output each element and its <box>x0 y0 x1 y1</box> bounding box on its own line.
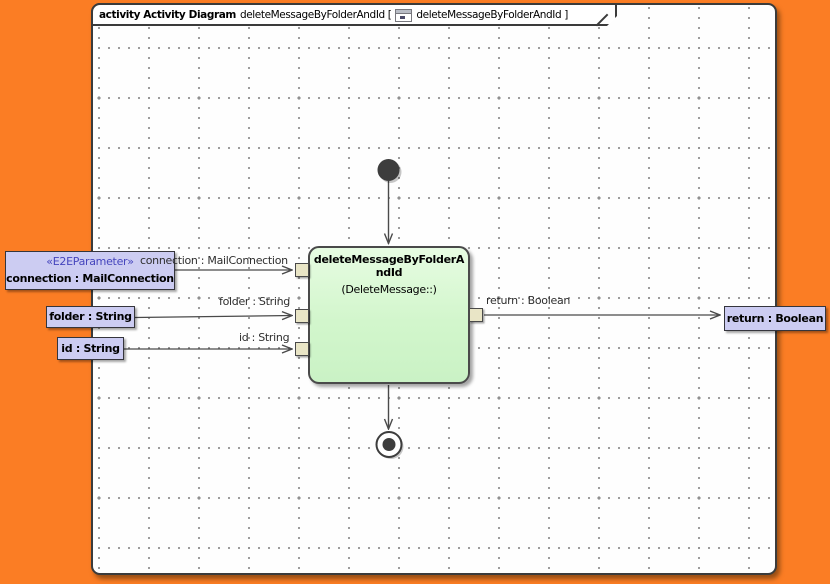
action-node-qualifier: (DeleteMessage::) <box>341 283 437 296</box>
edge-label-folder[interactable]: folder : String <box>219 295 290 308</box>
diagram-name-label: deleteMessageByFolderAndId [ <box>239 9 392 21</box>
diagram-kind-label: activity Activity Diagram <box>99 9 236 21</box>
parameter-node-connection[interactable]: «E2EParameter» connection : MailConnecti… <box>5 251 175 290</box>
edge-label-connection[interactable]: connection : MailConnection <box>140 254 288 267</box>
parameter-node-return[interactable]: return : Boolean <box>724 306 826 331</box>
activity-final-node-core <box>382 438 396 451</box>
action-node-deleteMessageByFolderAndId[interactable]: deleteMessageByFolderAndId (DeleteMessag… <box>308 246 470 384</box>
parameter-node-id[interactable]: id : String <box>57 337 124 360</box>
input-pin-folder[interactable] <box>295 309 309 323</box>
object-flow-folder[interactable] <box>134 316 292 318</box>
input-pin-connection[interactable] <box>295 263 309 277</box>
activity-diagram-icon <box>395 9 412 22</box>
parameter-name: connection : MailConnection <box>6 272 174 285</box>
diagram-frame-header[interactable]: activity Activity Diagram deleteMessageB… <box>91 3 617 26</box>
initial-node-icon[interactable] <box>377 159 400 181</box>
edge-label-return[interactable]: return : Boolean <box>486 294 571 307</box>
parameter-stereotype: «E2EParameter» <box>46 255 134 268</box>
action-node-name: deleteMessageByFolderAndId <box>313 253 465 279</box>
diagram-ref-label: deleteMessageByFolderAndId ] <box>416 9 568 21</box>
output-pin-return[interactable] <box>469 308 483 322</box>
parameter-node-folder[interactable]: folder : String <box>46 306 135 328</box>
input-pin-id[interactable] <box>295 342 309 356</box>
edge-label-id[interactable]: id : String <box>239 331 290 344</box>
